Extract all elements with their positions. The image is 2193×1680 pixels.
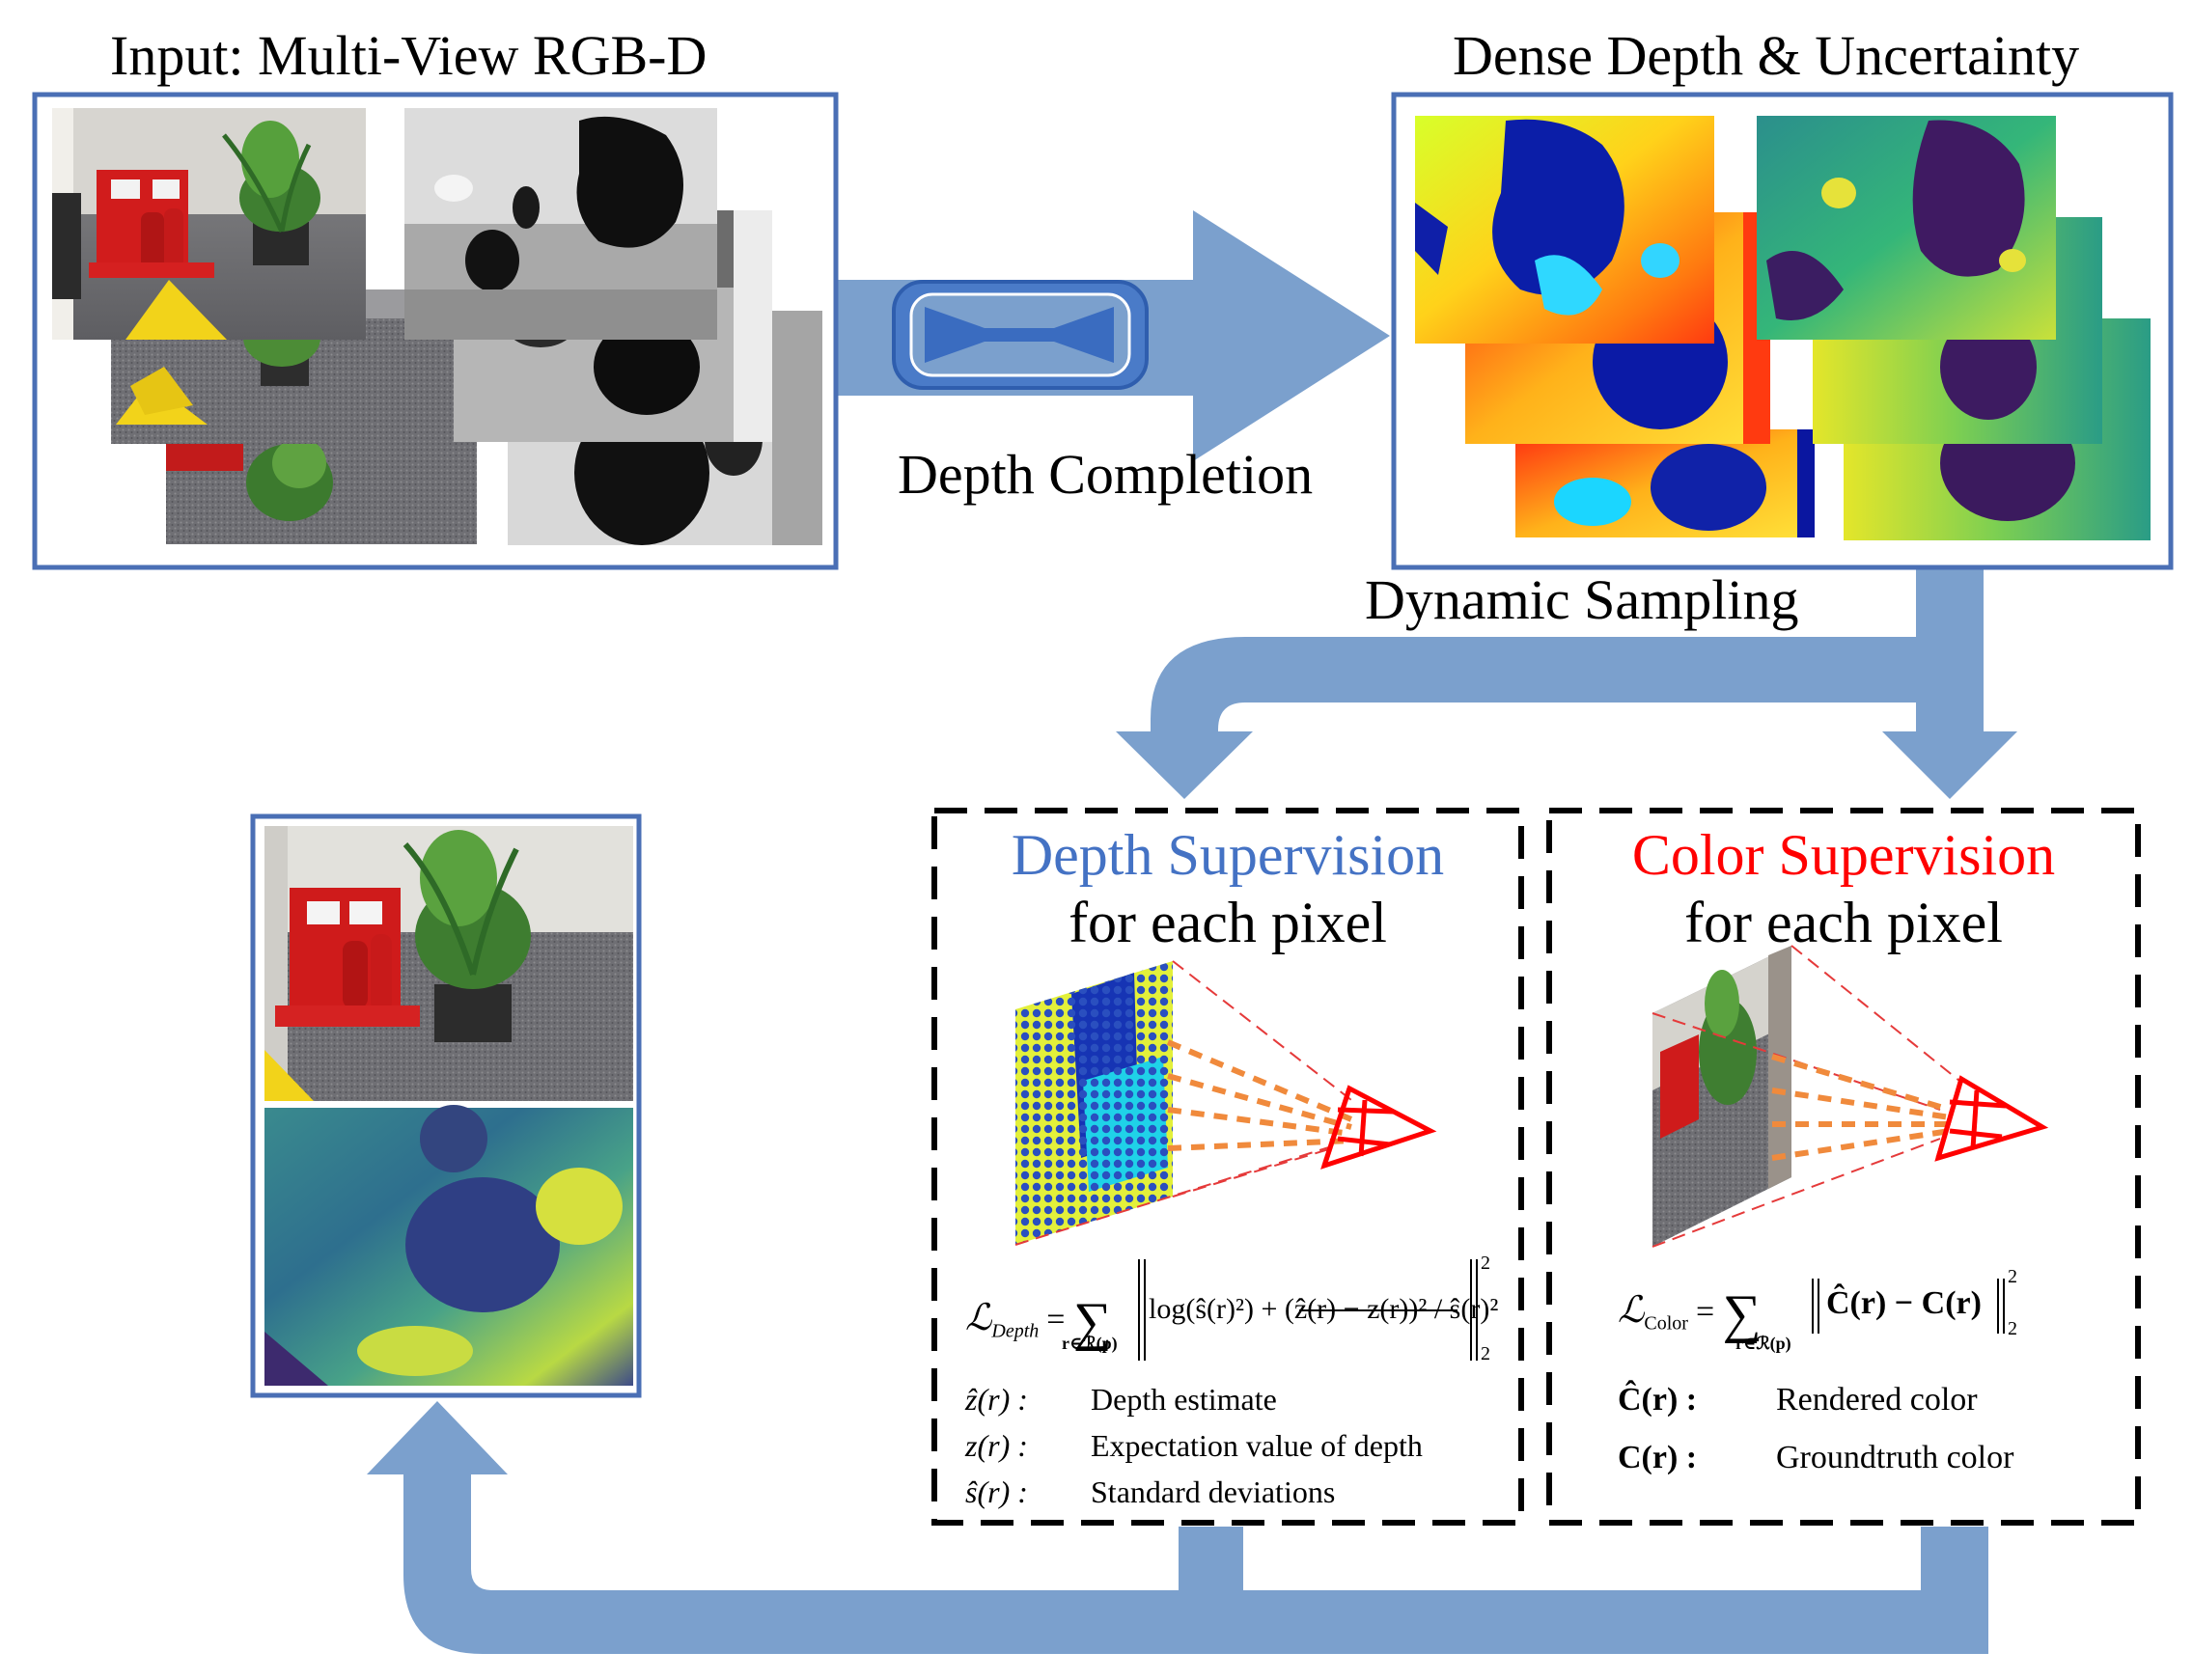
- depth-loss-body: log(ŝ(r)²) + (ẑ(r) − z(r))² / ŝ(r)²: [1149, 1293, 1499, 1325]
- depth-frame-1: [404, 108, 717, 340]
- depth-point-cloud: [1015, 961, 1173, 1245]
- color-camera-icon: [1934, 1075, 2049, 1162]
- color-sample-rays: [1771, 1054, 1951, 1161]
- depth-def-3-symbol: ŝ(r) :: [965, 1474, 1028, 1509]
- depth-sample-rays: [1166, 1039, 1353, 1151]
- dense-depth-panel: [1391, 92, 2174, 570]
- input-panel: [32, 92, 839, 570]
- dynamic-sampling-label: Dynamic Sampling: [1365, 568, 1799, 631]
- depth-loss-norm-sup: 2: [1481, 1253, 1490, 1274]
- color-loss-norm-sup: 2: [2008, 1266, 2017, 1287]
- rendered-uncertainty-image: [264, 1105, 633, 1386]
- depth-loss-norm-sub: 2: [1481, 1343, 1490, 1364]
- depth-camera-icon: [1320, 1085, 1437, 1170]
- color-def-1-text: Rendered color: [1776, 1382, 1978, 1418]
- rendered-rgb-image: [264, 826, 633, 1101]
- color-loss-sum-index: r∈ℛ(p): [1735, 1334, 1791, 1353]
- depth-completion-label: Depth Completion: [898, 443, 1314, 506]
- depth-supervision-subheading: for each pixel: [1069, 891, 1387, 954]
- color-image-plane: [1652, 946, 1791, 1247]
- color-def-1-symbol: Ĉ(r) :: [1618, 1382, 1698, 1418]
- depth-loss-lhs: ℒDepth = ∑: [965, 1292, 1112, 1352]
- depth-supervision-panel: [931, 808, 1524, 1526]
- color-loss-body: Ĉ(r) − C(r): [1826, 1285, 1982, 1321]
- color-supervision-heading: Color Supervision: [1631, 823, 2056, 887]
- depth-def-3-text: Standard deviations: [1091, 1474, 1336, 1509]
- depth-def-1-symbol: ẑ(r) :: [965, 1382, 1028, 1417]
- color-loss-norm-sub: 2: [2008, 1318, 2017, 1339]
- depth-equation-lines: [1138, 1259, 1478, 1361]
- encoder-decoder-icon: [892, 280, 1149, 390]
- depth-def-2-symbol: z(r) :: [965, 1428, 1028, 1463]
- color-def-2-symbol: C(r) :: [1618, 1440, 1698, 1475]
- rgb-frame-1: [52, 108, 366, 340]
- depth-def-2-text: Expectation value of depth: [1091, 1428, 1423, 1463]
- dense-depth-title: Dense Depth & Uncertainty: [1453, 24, 2080, 87]
- depth-camera-frustum: [1014, 960, 1352, 1246]
- uncertainty-map-1: [1757, 116, 2056, 340]
- depth-def-1-text: Depth estimate: [1091, 1382, 1277, 1417]
- color-equation-lines: [1812, 1279, 2005, 1334]
- depth-supervision-heading: Depth Supervision: [1011, 823, 1445, 887]
- color-supervision-panel: [1546, 808, 2141, 1526]
- dense-depth-map-1: [1415, 116, 1714, 344]
- depth-loss-sum-index: r∈ℛ(p): [1062, 1334, 1118, 1353]
- color-loss-lhs: ℒColor = ∑: [1618, 1284, 1762, 1344]
- dynamic-sampling-arrow-left: [1116, 637, 1984, 799]
- dense-depth-map-3: [1515, 429, 1815, 537]
- input-title: Input: Multi-View RGB-D: [110, 24, 708, 87]
- color-def-2-text: Groundtruth color: [1776, 1440, 2014, 1475]
- color-supervision-subheading: for each pixel: [1684, 891, 2003, 954]
- result-panel: [250, 813, 642, 1398]
- feedback-arrow: [367, 1401, 1988, 1654]
